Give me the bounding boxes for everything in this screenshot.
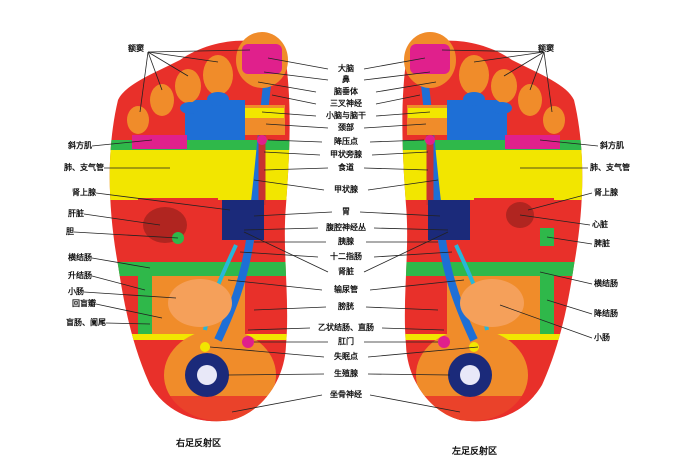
left-toe-4 [518,84,542,116]
right-label-small-intestine: 小肠 [68,287,84,296]
left-cerebellum [408,108,448,118]
left-sciatic-band [402,396,583,422]
left-label-transverse-colon: 横结肠 [594,279,618,288]
label-celiac-plexus: 腹腔神经丛 [326,223,366,232]
right-foot-caption: 右足反射区 [176,439,222,449]
left-pressure-dot [425,135,435,145]
left-foot-caption: 左足反射区 [452,447,498,457]
left-trapezius [505,135,560,149]
right-label-adrenal: 肾上腺 [72,188,96,197]
left-eye-1 [463,92,485,106]
label-brain: 大脑 [338,64,354,73]
left-chest-band [402,148,583,200]
right-toe-3 [175,69,201,103]
left-eye-2 [492,102,512,114]
left-label-descending-colon: 降结肠 [594,309,618,318]
right-label-lung: 肺、支气管 [64,163,104,172]
label-neck: 颈部 [338,123,354,132]
right-label-ileocecal: 回盲瓣 [72,299,96,308]
right-toe-4 [150,84,174,116]
left-small-intestine [460,279,524,327]
right-insomnia-dot [200,342,210,352]
leader-lines [73,49,599,413]
label-pancreas: 胰腺 [338,237,354,246]
label-insomnia-point: 失眠点 [334,352,358,361]
left-label-adrenal: 肾上腺 [594,188,618,197]
label-trigeminal: 三叉神经 [330,99,362,108]
right-pressure-dot [257,135,267,145]
right-anus-dot [242,336,254,348]
label-esophagus: 食道 [338,163,354,172]
label-bladder: 膀胱 [338,302,354,311]
left-colon-band [402,262,583,276]
right-toe-5 [127,106,149,134]
right-label-liver: 肝脏 [68,209,84,218]
left-toe-big-brain [410,44,450,74]
left-label-spleen: 脾脏 [594,239,610,248]
right-label-gallbladder: 胆 [66,227,74,236]
right-cerebellum [244,108,284,118]
label-anus: 肛门 [338,337,354,346]
label-stomach: 胃 [342,207,350,216]
right-label-ascending-colon: 升结肠 [68,271,92,280]
right-green-strip [109,140,290,150]
left-label-heart: 心脏 [592,220,608,229]
label-duodenum: 十二指肠 [330,252,362,261]
right-chest-band [109,148,290,200]
left-foot [402,32,583,422]
label-parathyroid: 甲状旁腺 [330,150,362,159]
left-toe-5 [543,106,565,134]
right-toe-2 [203,55,233,95]
right-gonad-inner [197,365,217,385]
right-small-intestine [168,279,232,327]
right-toe-big-brain [242,44,282,74]
left-kidney-zone [428,200,470,240]
left-label-lung: 肺、支气管 [590,163,630,172]
left-toe-2 [459,55,489,95]
right-label-transverse-colon: 横结肠 [68,253,92,262]
right-label-sinus: 额窦 [128,44,144,53]
label-thyroid: 甲状腺 [334,185,358,194]
label-pressure-point: 降压点 [334,137,358,146]
label-gonad: 生殖腺 [334,369,358,378]
left-gonad-inner [460,365,480,385]
left-toe-3 [491,69,517,103]
right-colon-band [109,262,290,276]
label-sciatic-nerve: 坐骨神经 [330,390,362,399]
left-label-small-intestine: 小肠 [594,333,610,342]
label-pituitary: 脑垂体 [334,87,358,96]
right-trapezius [132,135,187,149]
left-green-strip [402,140,583,150]
right-label-cecum: 盲肠、阑尾 [66,318,106,327]
right-label-trapezius: 斜方肌 [68,141,92,150]
label-ureter: 输尿管 [334,285,358,294]
right-sciatic-band [109,396,290,422]
left-anus-dot [438,336,450,348]
label-sigmoid-rectum: 乙状结肠、直肠 [318,323,374,332]
right-ascending-colon [138,268,152,336]
right-eye-2 [180,102,200,114]
label-kidney: 肾脏 [338,267,354,276]
right-kidney-zone [222,200,264,240]
label-nose: 鼻 [342,75,350,84]
right-eye-1 [207,92,229,106]
left-label-trapezius: 斜方肌 [600,141,624,150]
label-cerebellum: 小脑与脑干 [326,111,366,120]
left-label-sinus: 额窦 [538,44,554,53]
left-descending-colon [540,268,554,336]
